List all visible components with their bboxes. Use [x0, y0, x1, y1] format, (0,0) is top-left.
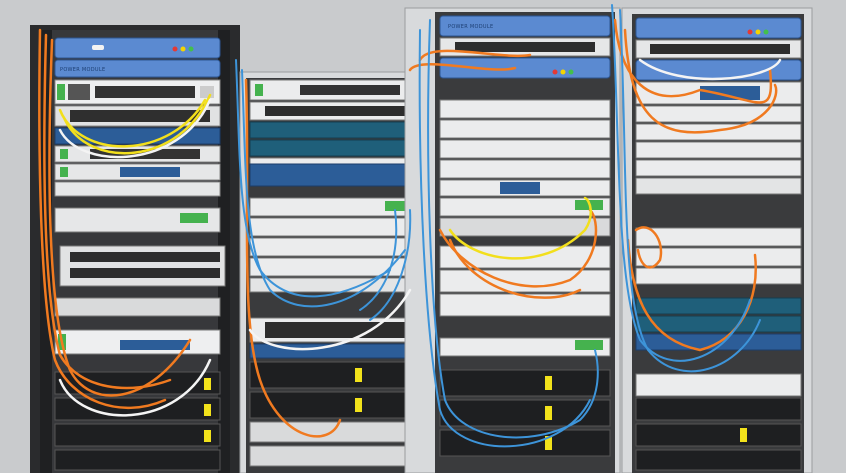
server-chassis-1 — [54, 79, 221, 105]
drive-bays-3 — [439, 369, 611, 457]
led-green-icon — [568, 69, 574, 75]
led-yellow-icon — [180, 46, 186, 52]
drive-bays-1 — [54, 371, 221, 471]
drive-bays-4 — [635, 397, 802, 471]
teal-switch — [249, 121, 421, 139]
blue-switch — [54, 127, 221, 145]
rack-3: POWER MODULE — [404, 7, 621, 473]
drive-bays-2 — [249, 361, 421, 467]
led-yellow-icon — [560, 69, 566, 75]
yellow-cables — [58, 93, 592, 260]
power-module-1 — [54, 37, 221, 59]
white-cables — [58, 58, 782, 417]
power-module-3: POWER MODULE — [439, 15, 611, 37]
led-green-icon — [763, 29, 769, 35]
led-red-icon — [747, 29, 753, 35]
led-yellow-icon — [755, 29, 761, 35]
blue-cables — [235, 4, 761, 448]
power-module-5 — [635, 17, 802, 39]
rack-4 — [621, 7, 813, 473]
power-module-label: POWER MODULE — [448, 24, 493, 30]
cables — [38, 4, 782, 448]
power-module-label: POWER MODULE — [60, 67, 105, 73]
power-module-2: POWER MODULE — [54, 59, 221, 78]
rack-1: POWER MODULE — [30, 25, 240, 473]
led-red-icon — [552, 69, 558, 75]
rack-2 — [239, 71, 431, 473]
led-red-icon — [172, 46, 178, 52]
power-module-4 — [439, 57, 611, 79]
led-green-icon — [188, 46, 194, 52]
orange-cables — [38, 18, 778, 438]
